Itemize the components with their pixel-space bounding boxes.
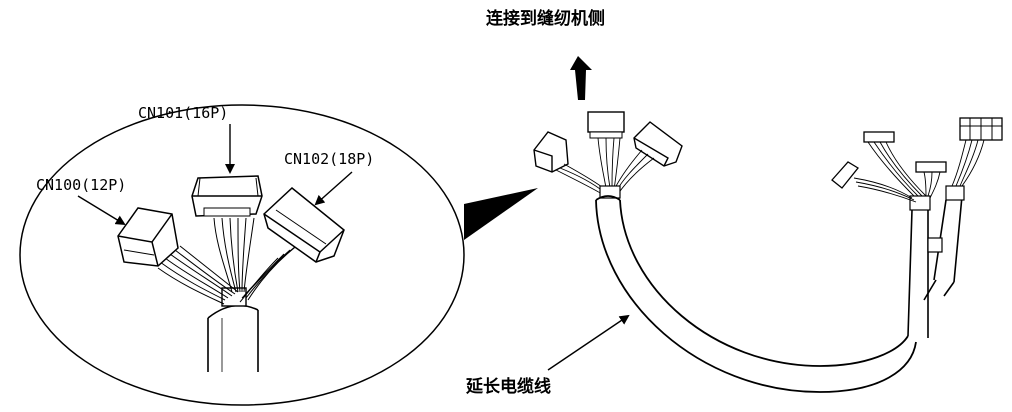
full-cable-tie-right-b	[945, 185, 965, 201]
full-connector-right-small	[831, 161, 859, 189]
full-connector-left	[533, 131, 569, 173]
extension-cable-sheath	[595, 195, 917, 393]
full-connector-right-block	[959, 117, 1003, 141]
label-extension-cable: 延长电缆线	[466, 377, 551, 397]
magnified-wires	[157, 217, 303, 305]
cable-branches-right	[907, 195, 963, 338]
full-cable-tie-left	[599, 185, 621, 199]
magnifier-ellipse	[19, 104, 465, 406]
label-cn101: CN101(16P)	[138, 104, 229, 122]
full-connector-center	[587, 111, 625, 139]
magnified-connector-cn100	[117, 207, 179, 267]
full-wires-right	[853, 139, 985, 203]
direction-arrow	[570, 56, 592, 100]
label-cn100: CN100(12P)	[36, 176, 127, 194]
full-connector-right-mid	[915, 161, 947, 173]
leader-extension-cable	[547, 314, 630, 371]
full-cable-view	[533, 56, 1003, 393]
full-connector-right-top	[863, 131, 895, 143]
label-to-machine-side: 连接到缝纫机侧	[486, 9, 605, 29]
full-connector-right	[633, 121, 683, 167]
magnifier-pointer	[464, 188, 538, 240]
magnified-connector-cn102	[263, 187, 345, 263]
magnified-view	[19, 104, 465, 406]
label-cn102: CN102(18P)	[284, 150, 375, 168]
full-cable-tie-right-a	[909, 195, 931, 211]
full-cable-tie-right-c	[927, 237, 943, 253]
leader-cn102	[314, 171, 353, 206]
magnified-connector-cn101	[191, 175, 263, 217]
leader-cn100	[77, 195, 126, 226]
